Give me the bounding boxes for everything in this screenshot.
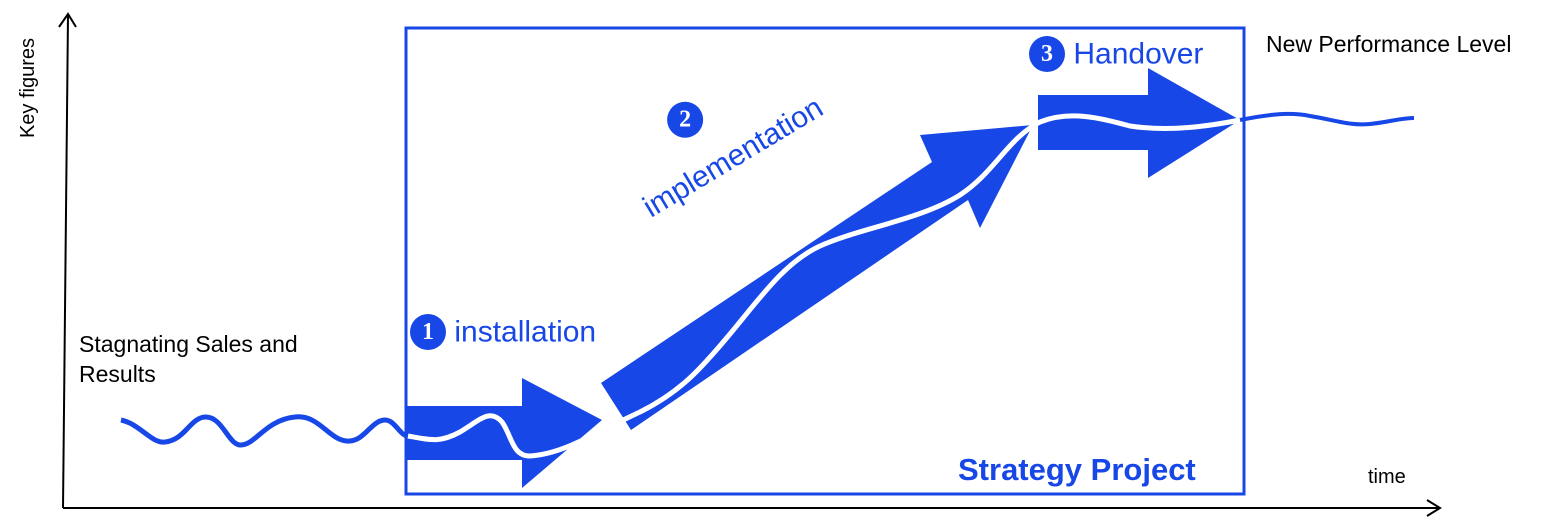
project-frame: [404, 26, 1246, 496]
phase-handover: 3 Handover: [1029, 33, 1203, 74]
step-2-badge: 2: [667, 101, 704, 138]
new-level-curve: [1239, 111, 1415, 127]
strategy-project-title: Strategy Project: [958, 452, 1196, 487]
performance-curve: [407, 113, 1241, 459]
y-axis-arrowhead: [58, 12, 77, 28]
y-axis-label: Key figures: [17, 37, 39, 139]
installation-arrow: [407, 378, 602, 488]
phase-installation: 1 installation: [410, 311, 596, 352]
x-axis-arrowhead: [1426, 499, 1442, 517]
x-axis-label: time: [1368, 466, 1406, 488]
phase-3-label: Handover: [1073, 37, 1204, 71]
step-3-badge: 3: [1029, 36, 1065, 73]
y-axis-line: [62, 14, 69, 509]
stagnation-curve: [120, 414, 409, 448]
handover-arrow: [1038, 68, 1240, 178]
axes: [58, 12, 1442, 517]
implementation-arrow: [601, 125, 1033, 430]
new-performance-label: New Performance Level: [1266, 31, 1512, 57]
stagnating-label: Stagnating Sales and Results: [79, 331, 298, 387]
phase-1-label: installation: [454, 315, 597, 349]
step-1-badge: 1: [410, 314, 446, 351]
